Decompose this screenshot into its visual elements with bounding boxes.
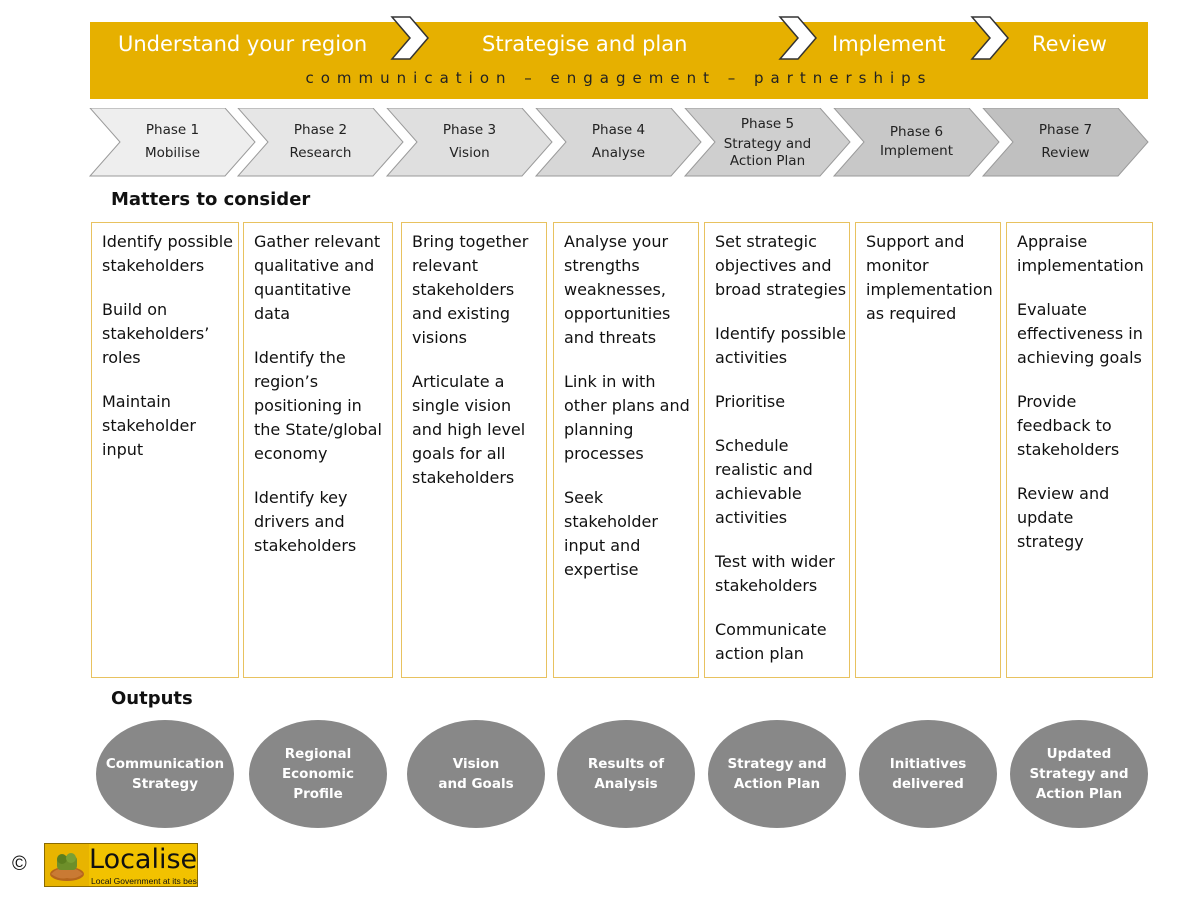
- phase-chevron-7: [981, 108, 1149, 177]
- phase-number: Phase 7: [1038, 122, 1093, 138]
- stage-strategise-plan: Strategise and plan: [482, 32, 688, 56]
- phase-name: Review: [1041, 145, 1090, 161]
- phase-label-6: Phase 6 Implement: [864, 108, 969, 176]
- phase-number: Phase 3: [442, 122, 497, 138]
- phase-name: Vision: [449, 145, 490, 161]
- hands-plant-icon: [45, 844, 89, 886]
- phase-name: Analyse: [591, 145, 646, 161]
- phase-number: Phase 6: [889, 124, 944, 140]
- phase-chevron-3: [385, 108, 553, 177]
- phase-chevron-4: [534, 108, 702, 177]
- logo-name: Localise: [89, 844, 198, 875]
- phase-number: Phase 1: [145, 122, 200, 138]
- phase-label-2: Phase 2 Research: [268, 108, 373, 176]
- localise-logo: Localise Local Government at its best: [44, 843, 198, 887]
- logo-tagline: Local Government at its best: [91, 876, 198, 886]
- stage-implement: Implement: [832, 32, 946, 56]
- chevron-right-icon: [970, 16, 1009, 60]
- phase-name: Implement: [879, 143, 954, 159]
- matter-item: Prioritise: [715, 392, 786, 411]
- phase-chevron-6: [832, 108, 1000, 177]
- phase-label-7: Phase 7 Review: [1013, 108, 1118, 176]
- stage-review: Review: [1032, 32, 1107, 56]
- phase-label-5: Phase 5 Strategy and Action Plan: [715, 108, 820, 176]
- phase-chevron-2: [236, 108, 404, 177]
- matters-heading: Matters to consider: [111, 189, 311, 210]
- phase-label-3: Phase 3 Vision: [417, 108, 522, 176]
- phase-number: Phase 4: [591, 122, 646, 138]
- phase-number: Phase 5: [740, 115, 795, 132]
- banner-subtitle: communication – engagement – partnership…: [305, 69, 933, 87]
- chevron-right-icon: [390, 16, 429, 60]
- phase-name: Strategy and Action Plan: [723, 135, 812, 169]
- phase-name: Mobilise: [144, 145, 201, 161]
- phase-name: Research: [289, 145, 352, 161]
- outputs-heading: Outputs: [111, 688, 193, 709]
- chevron-right-icon: [778, 16, 817, 60]
- phase-chevrons: Phase 1 Mobilise Phase 2 Research Phase 3 Vis…: [88, 108, 1152, 180]
- phase-chevron-1: [88, 108, 256, 177]
- phase-number: Phase 2: [293, 122, 348, 138]
- stage-understand-region: Understand your region: [118, 32, 368, 56]
- phase-label-4: Phase 4 Analyse: [566, 108, 671, 176]
- phase-label-1: Phase 1 Mobilise: [120, 108, 225, 176]
- stage-banner: Understand your region Strategise and pl…: [90, 16, 1148, 99]
- phase-chevron-shapes: [88, 108, 1149, 177]
- phase-chevron-5: [683, 108, 851, 177]
- copyright-symbol: ©: [12, 853, 27, 875]
